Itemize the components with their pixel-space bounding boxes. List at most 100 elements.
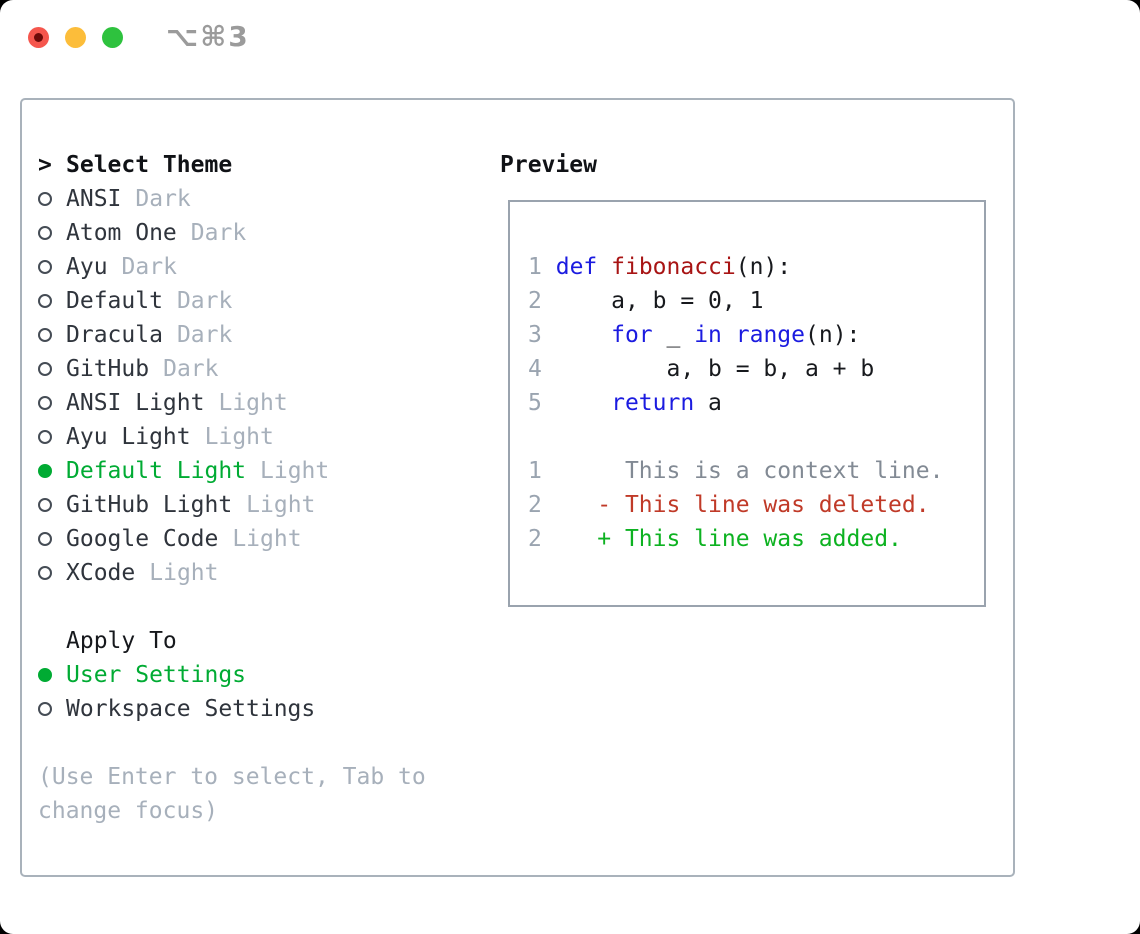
radio-selected-icon xyxy=(38,668,52,682)
theme-name: Default Light xyxy=(66,458,247,484)
code-token xyxy=(597,254,611,280)
theme-option[interactable]: GitHub Light Light xyxy=(38,488,478,522)
radio-icon xyxy=(38,566,52,580)
theme-name: Ayu xyxy=(66,254,108,280)
theme-variant: Dark xyxy=(190,220,247,246)
select-theme-title: Select Theme xyxy=(66,152,233,178)
code-token: return xyxy=(611,390,695,416)
traffic-lights xyxy=(28,27,123,48)
theme-variant: Light xyxy=(204,424,274,450)
radio-icon xyxy=(38,260,52,274)
code-token: in xyxy=(694,322,722,348)
code-token: def xyxy=(555,254,598,280)
theme-name: Default xyxy=(66,288,163,314)
code-token: (n): xyxy=(805,322,861,348)
line-number: 1 xyxy=(528,458,542,484)
minimize-icon[interactable] xyxy=(65,27,86,48)
code-line: 2 + This line was added. xyxy=(528,522,984,556)
code-token: for xyxy=(611,322,653,348)
theme-variant: Light xyxy=(218,390,288,416)
theme-variant: Light xyxy=(246,492,316,518)
radio-icon xyxy=(38,430,52,444)
code-line: 3 for _ in range(n): xyxy=(528,318,984,352)
line-number: 5 xyxy=(528,390,542,416)
code-token: a, b = b, a + b xyxy=(541,356,875,382)
line-number: 3 xyxy=(528,322,542,348)
code-token: _ xyxy=(652,322,695,348)
line-number: 4 xyxy=(528,356,542,382)
apply-to-header: Apply To xyxy=(38,624,478,658)
radio-cell xyxy=(38,498,66,512)
keyboard-shortcut-label: ⌥⌘3 xyxy=(166,20,250,53)
radio-icon xyxy=(38,294,52,308)
radio-cell xyxy=(38,464,66,478)
code-token: This is a context line. xyxy=(541,458,944,484)
code-token: - This line was deleted. xyxy=(597,492,930,518)
theme-name: Ayu Light xyxy=(66,424,191,450)
code-token xyxy=(542,492,597,518)
radio-cell xyxy=(38,668,66,682)
theme-name: ANSI Light xyxy=(66,390,205,416)
theme-option[interactable]: Ayu Light Light xyxy=(38,420,478,454)
code-token xyxy=(542,254,556,280)
theme-name: Google Code xyxy=(66,526,219,552)
zoom-icon[interactable] xyxy=(102,27,123,48)
apply-to-option[interactable]: User Settings xyxy=(38,658,478,692)
theme-option[interactable]: Ayu Dark xyxy=(38,250,478,284)
apply-to-option[interactable]: Workspace Settings xyxy=(38,692,478,726)
theme-variant: Dark xyxy=(163,356,219,382)
radio-cell xyxy=(38,430,66,444)
radio-icon xyxy=(38,532,52,546)
radio-selected-icon xyxy=(38,464,52,478)
radio-cell xyxy=(38,226,66,240)
radio-cell xyxy=(38,192,66,206)
apply-to-label: User Settings xyxy=(66,662,247,688)
code-line: 1 This is a context line. xyxy=(528,454,984,488)
theme-name: XCode xyxy=(66,560,136,586)
theme-option[interactable]: ANSI Light Light xyxy=(38,386,478,420)
theme-option[interactable]: XCode Light xyxy=(38,556,478,590)
theme-variant: Light xyxy=(149,560,219,586)
line-number: 1 xyxy=(528,254,542,280)
code-token: + This line was added. xyxy=(597,526,902,552)
close-icon[interactable] xyxy=(28,27,49,48)
radio-cell xyxy=(38,566,66,580)
code-token: fibonacci xyxy=(611,254,736,280)
line-number: 2 xyxy=(528,526,542,552)
theme-variant: Dark xyxy=(176,322,233,348)
theme-name: ANSI xyxy=(66,186,122,212)
theme-name: GitHub xyxy=(66,356,150,382)
radio-icon xyxy=(38,226,52,240)
radio-icon xyxy=(38,702,52,716)
usage-hint: (Use Enter to select, Tab to change focu… xyxy=(38,764,426,824)
code-token xyxy=(542,322,611,348)
code-token: range xyxy=(735,322,806,348)
code-line: 2 - This line was deleted. xyxy=(528,488,984,522)
close-icon-dot xyxy=(34,33,43,42)
radio-cell xyxy=(38,260,66,274)
theme-variant: Dark xyxy=(121,254,177,280)
radio-icon xyxy=(38,362,52,376)
theme-option[interactable]: Atom One Dark xyxy=(38,216,478,250)
theme-option[interactable]: Google Code Light xyxy=(38,522,478,556)
code-line: 5 return a xyxy=(528,386,984,420)
theme-variant: Light xyxy=(232,526,302,552)
radio-icon xyxy=(38,192,52,206)
code-line: 1 def fibonacci(n): xyxy=(528,250,984,284)
code-line xyxy=(528,420,984,454)
theme-option[interactable]: GitHub Dark xyxy=(38,352,478,386)
theme-name: GitHub Light xyxy=(66,492,233,518)
theme-name: Atom One xyxy=(66,220,177,246)
radio-cell xyxy=(38,328,66,342)
